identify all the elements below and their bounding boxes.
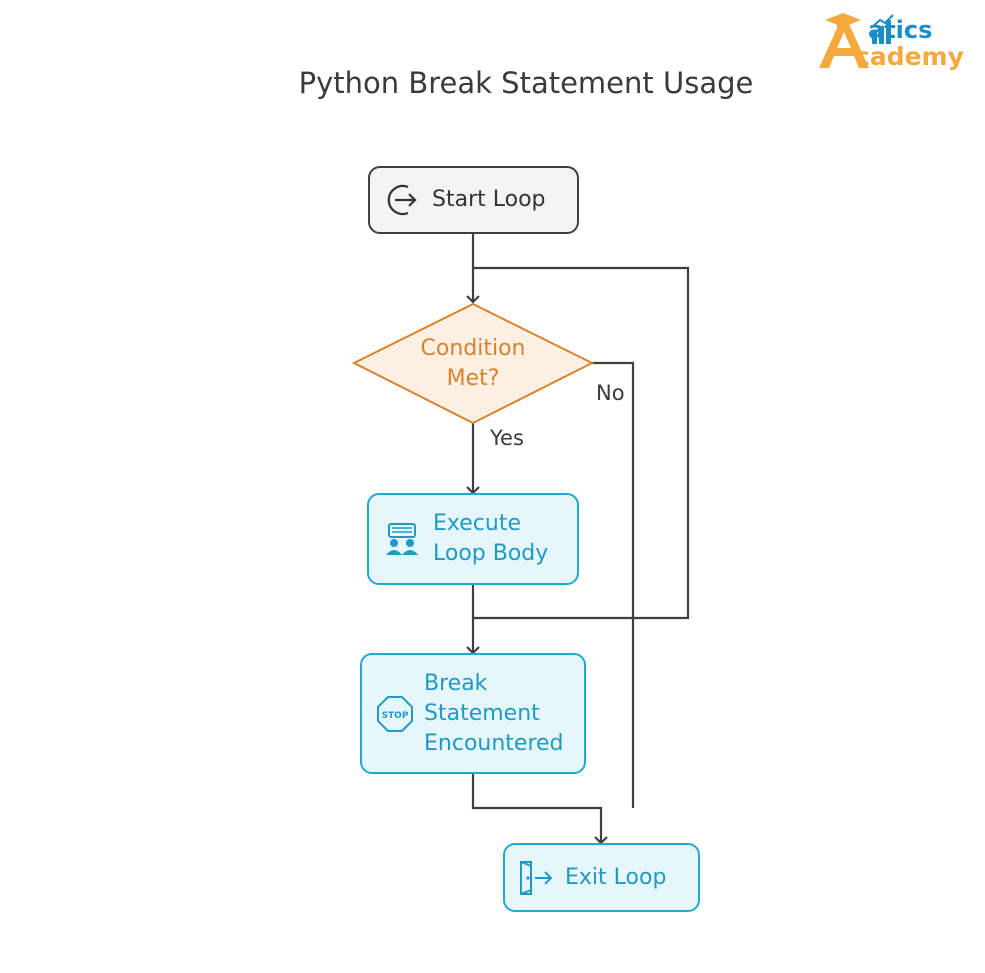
page-title: Python Break Statement Usage <box>298 66 754 100</box>
logo-text-matics: atics <box>868 16 933 44</box>
people-laptop-icon <box>386 523 418 555</box>
stop-sign-icon: STOP <box>377 695 413 732</box>
execute-loop-body-label: Execute Loop Body <box>433 509 548 569</box>
condition-label: Condition Met? <box>373 334 573 394</box>
exit-door-icon <box>520 860 553 895</box>
edge-loop-back <box>473 266 690 620</box>
edge-break-to-exit <box>471 774 608 845</box>
break-label-line2: Statement <box>424 700 540 726</box>
start-loop-node: Start Loop <box>368 166 579 234</box>
start-loop-label: Start Loop <box>432 187 546 212</box>
matics-academy-logo <box>819 13 894 68</box>
enter-arrow-icon <box>387 184 417 216</box>
break-statement-label: Break Statement Encountered <box>424 669 564 759</box>
logo-text-academy: cademy <box>855 42 964 71</box>
condition-diamond <box>351 302 595 425</box>
condition-label-line1: Condition <box>420 336 526 361</box>
break-label-line1: Break <box>424 670 488 696</box>
execute-label-line2: Loop Body <box>433 541 549 566</box>
edge-label-no: No <box>596 381 625 405</box>
edge-condition-no <box>592 361 635 808</box>
exit-loop-node: Exit Loop <box>503 843 700 912</box>
execute-label-line1: Execute <box>433 511 521 536</box>
svg-text:STOP: STOP <box>382 711 409 721</box>
edge-label-yes: Yes <box>490 426 524 450</box>
execute-loop-body-node: Execute Loop Body <box>367 493 579 585</box>
break-label-line3: Encountered <box>424 730 564 756</box>
condition-label-line2: Met? <box>446 366 500 391</box>
exit-loop-label: Exit Loop <box>565 864 667 890</box>
break-statement-node: STOP Break Statement Encountered <box>360 653 586 774</box>
